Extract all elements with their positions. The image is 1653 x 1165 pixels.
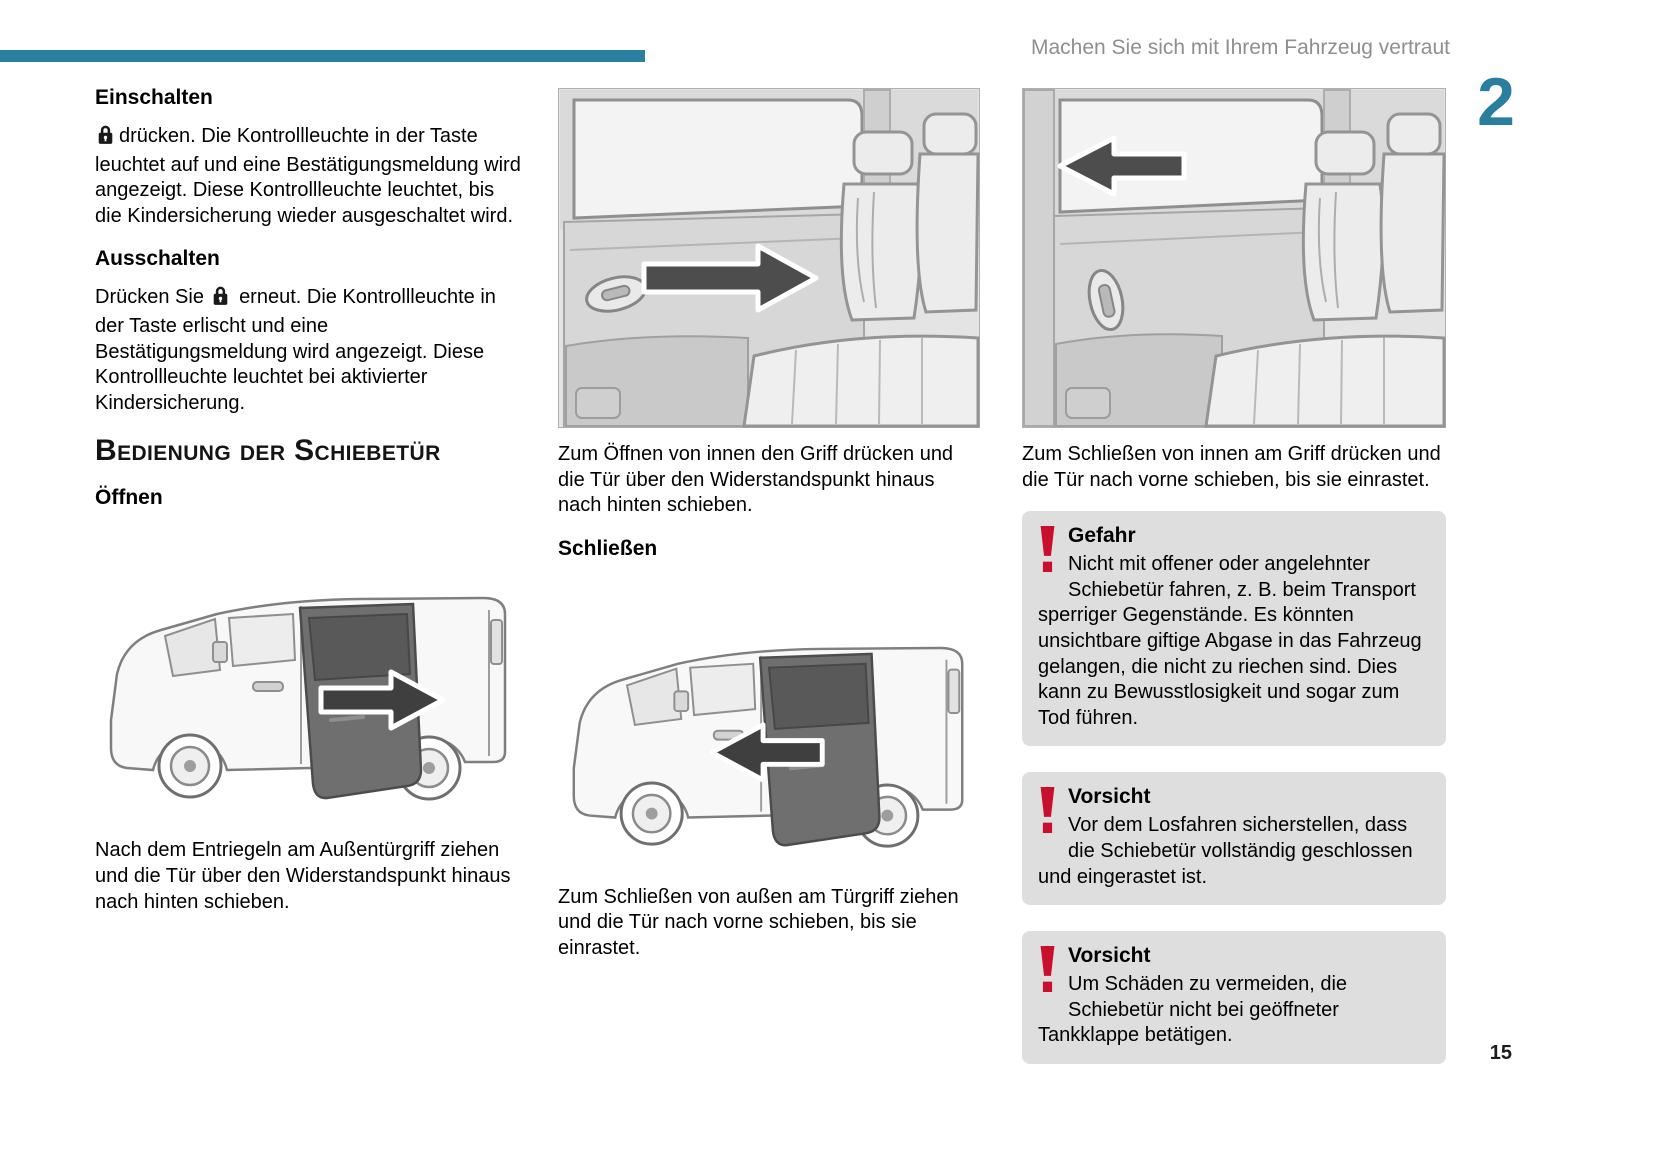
caution-box-1: Vorsicht Vor dem Losfahren sicherstellen… — [1022, 772, 1446, 906]
left-column: Einschalten drücken. Die Kontrollleuchte… — [95, 86, 523, 933]
warning-body: Nicht mit offener oder angelehnter Schie… — [1038, 553, 1422, 729]
van-exterior-door-closing-illustration — [558, 575, 980, 871]
open-direction-arrow-right-icon — [318, 669, 446, 731]
section-title-schiebetuer: Bedienung der Schiebetür — [95, 434, 441, 468]
close-inside-caption: Zum Schließen von innen am Griff drücken… — [1022, 443, 1441, 491]
warning-exclamation-icon — [1038, 787, 1057, 838]
close-outside-caption: Zum Schließen von außen am Türgriff zieh… — [558, 885, 959, 959]
ausschalten-paragraph: Drücken Sie erneut. Die Kontrollleuchte … — [95, 285, 523, 416]
chapter-number: 2 — [1477, 64, 1515, 140]
warning-body: Vor dem Losfahren sicherstellen, dass di… — [1038, 814, 1413, 888]
header-accent-bar — [0, 50, 645, 62]
ausschalten-text-post: erneut. Die Kontrollleuchte in der Taste… — [95, 286, 496, 414]
heading-einschalten: Einschalten — [95, 86, 213, 109]
open-inside-caption: Zum Öffnen von innen den Griff drücken u… — [558, 443, 954, 517]
close-direction-arrow-left-icon — [1057, 135, 1187, 197]
warning-title: Vorsicht — [1068, 785, 1151, 809]
warning-exclamation-icon — [1038, 946, 1057, 997]
heading-ausschalten: Ausschalten — [95, 247, 220, 271]
van-exterior-door-open-illustration — [95, 524, 523, 824]
caution-box-2: Vorsicht Um Schäden zu vermeiden, die Sc… — [1022, 931, 1446, 1064]
middle-column: Zum Öffnen von innen den Griff drücken u… — [558, 88, 980, 979]
van-interior-close-illustration — [1022, 88, 1446, 428]
right-column: Zum Schließen von innen am Griff drücken… — [1022, 88, 1446, 1090]
danger-box: Gefahr Nicht mit offener oder angelehnte… — [1022, 511, 1446, 747]
heading-schliessen: Schließen — [558, 536, 658, 560]
running-title: Machen Sie sich mit Ihrem Fahrzeug vertr… — [1031, 36, 1450, 59]
warning-body: Um Schäden zu vermeiden, die Schiebetür … — [1038, 973, 1348, 1047]
child-lock-padlock-icon — [212, 285, 229, 314]
ausschalten-text-pre: Drücken Sie — [95, 286, 204, 309]
heading-oeffnen: Öffnen — [95, 486, 163, 510]
warning-title: Vorsicht — [1068, 944, 1151, 968]
warning-title: Gefahr — [1068, 524, 1136, 548]
einschalten-text: drücken. Die Kontrollleuchte in der Tast… — [95, 125, 521, 227]
warning-exclamation-icon — [1038, 526, 1057, 577]
page-number: 15 — [1489, 1042, 1512, 1064]
close-direction-arrow-left-icon — [709, 722, 825, 783]
open-direction-arrow-right-icon — [641, 243, 819, 313]
van-interior-open-illustration — [558, 88, 980, 428]
child-lock-padlock-icon — [97, 124, 114, 153]
open-outside-caption: Nach dem Entriegeln am Außentürgriff zie… — [95, 839, 511, 913]
einschalten-paragraph: drücken. Die Kontrollleuchte in der Tast… — [95, 124, 523, 229]
